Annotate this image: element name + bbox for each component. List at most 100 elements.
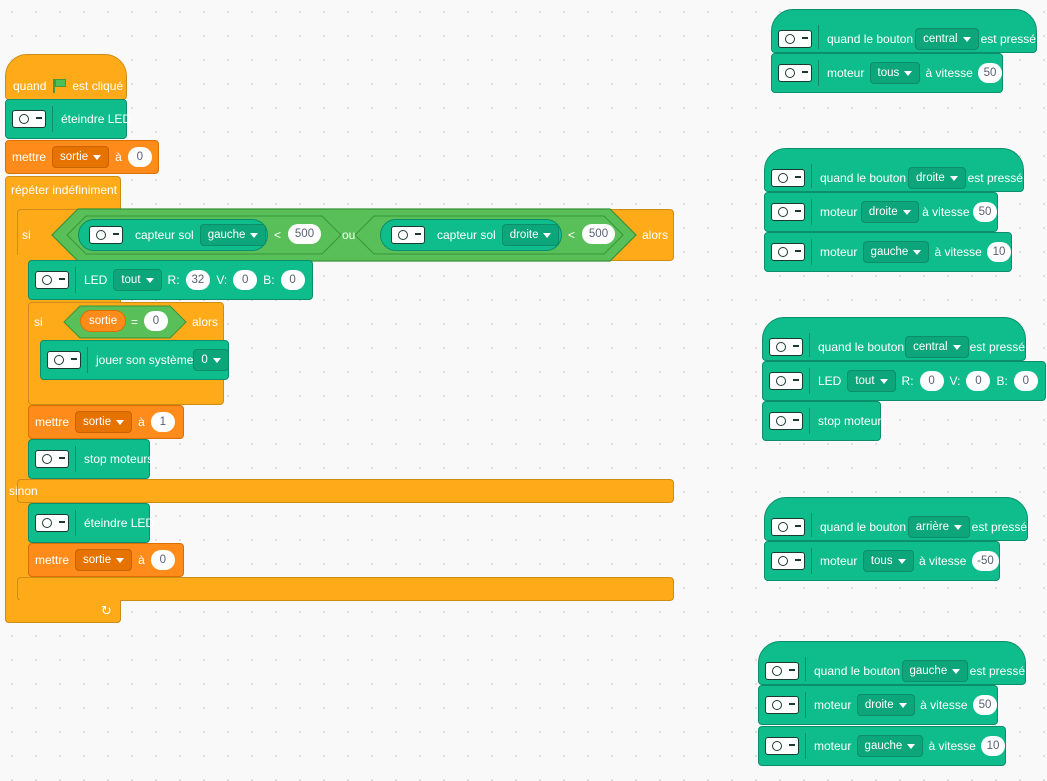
button-dropdown[interactable]: central	[915, 28, 979, 50]
dropdown-caret-icon	[952, 344, 961, 350]
floor-sensor-left-reporter[interactable]: capteur sol gauche	[78, 219, 268, 251]
when-button-pressed-hat[interactable]: quand le bouton arrière est pressé	[764, 497, 1028, 541]
value-input[interactable]: 0	[127, 147, 152, 167]
led-target-dropdown[interactable]: tout	[113, 269, 162, 291]
motor-dropdown[interactable]: gauche	[862, 241, 930, 263]
green-label: V:	[216, 273, 228, 287]
dropdown-caret-icon	[116, 557, 125, 563]
motor-label: moteur	[820, 205, 858, 219]
robot-icon	[765, 696, 799, 714]
stop-motors-label: stop moteurs	[84, 452, 154, 466]
motor-dropdown[interactable]: droite	[856, 694, 915, 716]
loop-arrow-icon: ↻	[101, 603, 112, 618]
button-dropdown[interactable]: arrière	[907, 516, 970, 538]
button-dropdown[interactable]: central	[905, 336, 969, 358]
green-input[interactable]: 0	[966, 371, 991, 391]
when-button-label: quand le bouton	[818, 340, 905, 354]
variable-dropdown[interactable]: sortie	[75, 411, 133, 433]
speed-input[interactable]: 50	[977, 63, 1002, 83]
value-input[interactable]: 0	[150, 550, 175, 570]
separator	[818, 25, 819, 49]
button-dropdown[interactable]: droite	[907, 167, 966, 189]
variable-dropdown[interactable]: sortie	[75, 549, 133, 571]
else-bar[interactable]	[17, 479, 674, 503]
set-label: mettre	[12, 150, 47, 164]
hat-label-clicked: est cliqué	[72, 79, 124, 93]
robot-icon	[35, 271, 69, 289]
motor-speed-block[interactable]: moteur gauche à vitesse 10	[764, 232, 1012, 272]
separator	[809, 333, 810, 357]
when-flag-clicked-hat[interactable]: quand est cliqué	[5, 54, 127, 100]
dropdown-caret-icon	[116, 419, 125, 425]
to-label: à	[138, 415, 145, 429]
separator	[75, 267, 76, 293]
sensor-label: capteur sol	[135, 228, 194, 242]
motor-dropdown[interactable]: tous	[862, 550, 914, 572]
compare-value-input[interactable]: 0	[144, 311, 168, 331]
led-color-block[interactable]: LED tout R: 32 V: 0 B: 0	[28, 260, 313, 300]
speed-input[interactable]: 10	[987, 242, 1012, 262]
speed-input[interactable]: 50	[973, 202, 997, 222]
dropdown-caret-icon	[897, 558, 906, 564]
threshold-input-right[interactable]: 500	[582, 224, 615, 244]
separator	[52, 106, 53, 132]
set-variable-block[interactable]: mettre sortie à 1	[28, 405, 184, 439]
play-system-sound-block[interactable]: jouer son système 0	[40, 340, 229, 380]
value-input[interactable]: 1	[150, 412, 175, 432]
sensor-side-dropdown[interactable]: gauche	[199, 224, 267, 246]
variable-reporter-sortie[interactable]: sortie	[80, 310, 127, 332]
green-input[interactable]: 0	[233, 270, 258, 290]
motor-dropdown[interactable]: tous	[869, 62, 921, 84]
motor-speed-block[interactable]: moteur tous à vitesse 50	[771, 53, 1003, 93]
inner-if-label: si	[34, 315, 43, 329]
to-label: à	[115, 150, 122, 164]
speed-input[interactable]: -50	[971, 551, 1000, 571]
threshold-input-left[interactable]: 500	[288, 224, 321, 244]
sound-dropdown[interactable]: 0	[193, 349, 229, 371]
led-color-block[interactable]: LED tout R: 0 V: 0 B: 0	[762, 361, 1046, 401]
stop-motors-block[interactable]: stop moteurs	[28, 439, 154, 479]
when-button-label: quand le bouton	[814, 664, 901, 678]
robot-icon	[765, 662, 799, 680]
blue-label: B:	[996, 374, 1008, 388]
motor-speed-block[interactable]: moteur droite à vitesse 50	[758, 685, 998, 725]
motor-speed-block[interactable]: moteur gauche à vitesse 10	[758, 726, 1006, 766]
blue-input[interactable]: 0	[1013, 371, 1038, 391]
dropdown-caret-icon	[962, 36, 971, 42]
motor-dropdown[interactable]: gauche	[856, 735, 924, 757]
speed-input[interactable]: 50	[973, 695, 997, 715]
motor-dropdown[interactable]: droite	[860, 201, 919, 223]
red-input[interactable]: 32	[185, 270, 211, 290]
led-off-block[interactable]: éteindre LED	[28, 503, 154, 543]
motor-speed-block[interactable]: moteur droite à vitesse 50	[764, 192, 998, 232]
when-button-pressed-hat[interactable]: quand le bouton central est pressé	[771, 9, 1037, 53]
when-button-pressed-hat[interactable]: quand le bouton central est pressé	[762, 317, 1026, 361]
robot-icon	[771, 552, 805, 570]
hat-label-when: quand	[13, 79, 47, 93]
red-input[interactable]: 0	[919, 371, 944, 391]
robot-icon	[778, 30, 812, 48]
floor-sensor-right-reporter[interactable]: capteur sol droite	[380, 219, 562, 251]
less-than-symbol: <	[274, 228, 282, 242]
separator	[811, 164, 812, 188]
when-button-pressed-hat[interactable]: quand le bouton gauche est pressé	[758, 641, 1026, 685]
variable-dropdown[interactable]: sortie	[52, 146, 110, 168]
dropdown-caret-icon	[250, 232, 259, 238]
speed-label: à vitesse	[925, 66, 973, 80]
set-variable-block[interactable]: mettre sortie à 0	[5, 140, 159, 174]
led-off-block[interactable]: éteindre LED	[5, 99, 131, 139]
button-dropdown[interactable]: gauche	[901, 660, 969, 682]
separator	[811, 548, 812, 574]
led-target-dropdown[interactable]: tout	[847, 370, 896, 392]
blue-input[interactable]: 0	[280, 270, 305, 290]
when-button-pressed-hat[interactable]: quand le bouton droite est pressé	[764, 148, 1024, 192]
if-else-arm	[17, 255, 30, 600]
dropdown-caret-icon	[907, 743, 916, 749]
set-label: mettre	[35, 553, 70, 567]
speed-input[interactable]: 10	[981, 736, 1006, 756]
set-variable-block[interactable]: mettre sortie à 0	[28, 543, 184, 577]
stop-motors-block[interactable]: stop moteurs	[762, 401, 887, 441]
sensor-side-dropdown[interactable]: droite	[501, 224, 560, 246]
robot-icon	[12, 110, 46, 128]
motor-speed-block[interactable]: moteur tous à vitesse -50	[764, 541, 1000, 581]
